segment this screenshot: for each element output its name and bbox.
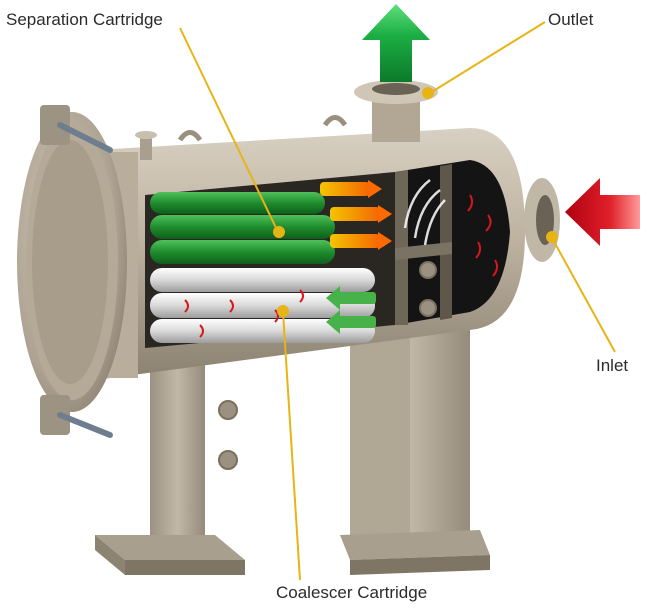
support-leg-left <box>95 330 245 575</box>
label-inlet: Inlet <box>596 356 629 375</box>
leader-lines <box>179 21 616 581</box>
top-nozzles <box>135 115 348 160</box>
outlet-nozzle <box>354 80 438 142</box>
separation-cartridge-group <box>150 180 392 264</box>
flow-droplets <box>184 194 499 338</box>
vessel-head-flange <box>17 105 127 438</box>
side-ports <box>218 261 437 470</box>
label-coalescer-cartridge: Coalescer Cartridge <box>276 583 428 602</box>
inlet-nozzle <box>524 178 560 262</box>
swirl-flow-arrows <box>403 179 446 246</box>
outlet-arrow <box>362 4 430 82</box>
inlet-arrow <box>565 178 640 246</box>
label-outlet: Outlet <box>548 10 594 29</box>
coalescer-cartridge-group <box>150 268 376 343</box>
support-leg-right <box>340 305 490 575</box>
label-separation-cartridge: Separation Cartridge <box>6 10 163 29</box>
